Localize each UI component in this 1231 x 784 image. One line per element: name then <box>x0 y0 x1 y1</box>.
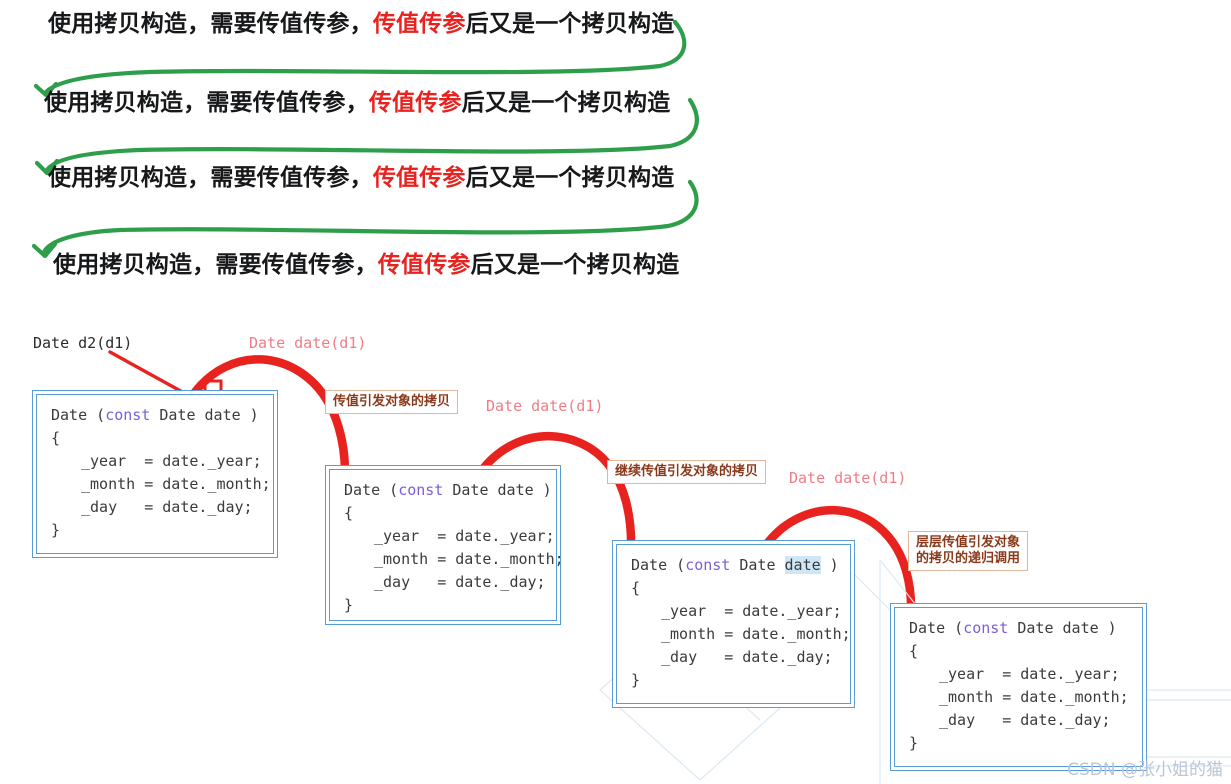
headline-line-1: 使用拷贝构造，需要传值传参，传值传参后又是一个拷贝构造 <box>48 4 674 38</box>
line-month-1: _month = date._month; <box>81 475 271 493</box>
sig-type-2: Date <box>443 481 498 499</box>
close-brace-3: } <box>631 671 641 689</box>
line-day-1: _day = date._day; <box>81 498 253 516</box>
headline-prefix-2: 使用拷贝构造，需要传值传参， <box>44 90 369 116</box>
sig-param-3: date <box>784 556 821 574</box>
code-block-4: Date (const Date date ) { _year = date._… <box>890 603 1147 771</box>
code-block-4-text: Date (const Date date ) { _year = date._… <box>909 617 1129 755</box>
close-brace-4: } <box>909 734 919 752</box>
note-box-3: 层层传值引发对象 的拷贝的递归调用 <box>908 531 1029 571</box>
headline-highlight-2: 传值传参 <box>368 90 462 116</box>
open-brace-1: { <box>51 429 61 447</box>
headline-suffix-4: 后又是一个拷贝构造 <box>470 252 680 278</box>
copy-ctor-label-1: Date date(d1) <box>249 334 367 352</box>
headline-line-3: 使用拷贝构造，需要传值传参，传值传参后又是一个拷贝构造 <box>48 158 674 192</box>
sig-param-4: date <box>1062 619 1099 637</box>
code-block-3-inner: Date (const Date date ) { _year = date._… <box>616 544 851 704</box>
sig-type-1: Date <box>150 406 205 424</box>
line-year-4: _year = date._year; <box>939 665 1120 683</box>
close-brace-1: } <box>51 521 61 539</box>
code-block-1: Date (const Date date ) { _year = date._… <box>32 390 278 558</box>
code-block-2-text: Date (const Date date ) { _year = date._… <box>344 479 564 617</box>
headline-suffix-2: 后又是一个拷贝构造 <box>461 90 671 116</box>
code-block-3: Date (const Date date ) { _year = date._… <box>612 540 855 708</box>
note-box-1: 传值引发对象的拷贝 <box>325 390 459 414</box>
sig-post-1: ) <box>240 406 259 424</box>
line-year-3: _year = date._year; <box>661 602 842 620</box>
code-block-2: Date (const Date date ) { _year = date._… <box>325 465 564 625</box>
line-year-1: _year = date._year; <box>81 452 262 470</box>
open-brace-2: { <box>344 504 354 522</box>
copy-ctor-label-2: Date date(d1) <box>486 397 604 415</box>
line-year-2: _year = date._year; <box>374 527 555 545</box>
close-brace-2: } <box>344 596 354 614</box>
sig-const-2: const <box>398 481 444 499</box>
headline-highlight-3: 传值传参 <box>372 165 466 191</box>
sig-pre-2: Date ( <box>344 481 399 499</box>
code-block-3-text: Date (const Date date ) { _year = date._… <box>631 554 851 692</box>
code-block-1-text: Date (const Date date ) { _year = date._… <box>51 404 271 542</box>
sig-pre-1: Date ( <box>51 406 106 424</box>
sig-post-4: ) <box>1098 619 1117 637</box>
line-day-3: _day = date._day; <box>661 648 833 666</box>
line-month-4: _month = date._month; <box>939 688 1129 706</box>
headline-highlight-1: 传值传参 <box>372 11 466 37</box>
line-month-2: _month = date._month; <box>374 550 564 568</box>
headline-suffix-1: 后又是一个拷贝构造 <box>465 11 675 37</box>
headline-prefix-3: 使用拷贝构造，需要传值传参， <box>48 165 373 191</box>
headline-prefix-4: 使用拷贝构造，需要传值传参， <box>53 252 378 278</box>
watermark: CSDN @张小姐的猫 <box>1067 760 1223 780</box>
sig-post-3: ) <box>820 556 839 574</box>
sig-const-4: const <box>963 619 1009 637</box>
sig-param-1: date <box>204 406 241 424</box>
headline-suffix-3: 后又是一个拷贝构造 <box>465 165 675 191</box>
sig-param-2: date <box>497 481 534 499</box>
sig-const-1: const <box>105 406 151 424</box>
line-day-2: _day = date._day; <box>374 573 546 591</box>
line-day-4: _day = date._day; <box>939 711 1111 729</box>
sig-type-3: Date <box>730 556 785 574</box>
headline-prefix-1: 使用拷贝构造，需要传值传参， <box>48 11 373 37</box>
headline-highlight-4: 传值传参 <box>377 252 471 278</box>
note-box-2: 继续传值引发对象的拷贝 <box>607 460 767 484</box>
line-month-3: _month = date._month; <box>661 625 851 643</box>
sig-post-2: ) <box>533 481 552 499</box>
open-brace-3: { <box>631 579 641 597</box>
copy-ctor-label-3: Date date(d1) <box>789 469 907 487</box>
sig-pre-4: Date ( <box>909 619 964 637</box>
open-brace-4: { <box>909 642 919 660</box>
headline-line-2: 使用拷贝构造，需要传值传参，传值传参后又是一个拷贝构造 <box>44 83 670 117</box>
sig-pre-3: Date ( <box>631 556 686 574</box>
sig-type-4: Date <box>1008 619 1063 637</box>
call-site-label: Date d2(d1) <box>33 334 133 352</box>
sig-const-3: const <box>685 556 731 574</box>
code-block-4-inner: Date (const Date date ) { _year = date._… <box>894 607 1143 767</box>
headline-line-4: 使用拷贝构造，需要传值传参，传值传参后又是一个拷贝构造 <box>53 245 679 279</box>
code-block-1-inner: Date (const Date date ) { _year = date._… <box>36 394 274 554</box>
code-block-2-inner: Date (const Date date ) { _year = date._… <box>329 469 564 621</box>
